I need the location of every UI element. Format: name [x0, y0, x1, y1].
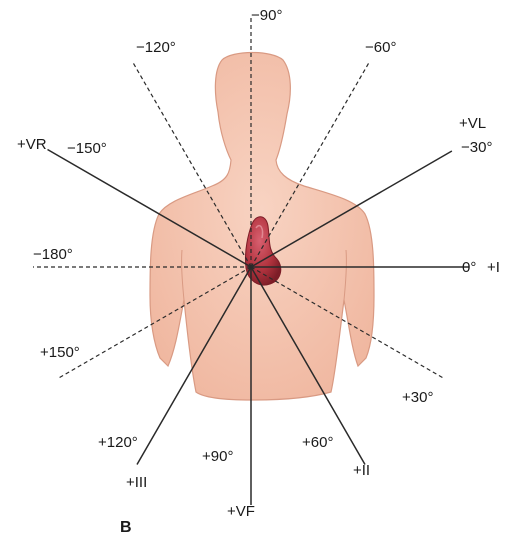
angle-label-pos90: +90° [202, 448, 233, 465]
lead-label-iii: +III [126, 474, 147, 491]
angle-label-neg30: −30° [461, 139, 492, 156]
angle-label-pos120: +120° [98, 434, 138, 451]
angle-label-pos30: +30° [402, 389, 433, 406]
lead-label-avf: +VF [227, 503, 255, 520]
lead-label-avr: +VR [17, 136, 47, 153]
angle-label-pos60: +60° [302, 434, 333, 451]
lead-label-avl: +VL [459, 115, 486, 132]
angle-label-zero: 0° [462, 259, 476, 276]
angle-label-neg180: −180° [33, 246, 73, 263]
lead-label-i: +I [487, 259, 500, 276]
angle-label-neg60: −60° [365, 39, 396, 56]
lead-label-ii: +II [353, 462, 370, 479]
angle-label-neg120: −120° [136, 39, 176, 56]
angle-label-pos150: +150° [40, 344, 80, 361]
angle-label-neg90: −90° [251, 7, 282, 24]
angle-label-neg150: −150° [67, 140, 107, 157]
figure-panel-label: B [120, 519, 132, 536]
